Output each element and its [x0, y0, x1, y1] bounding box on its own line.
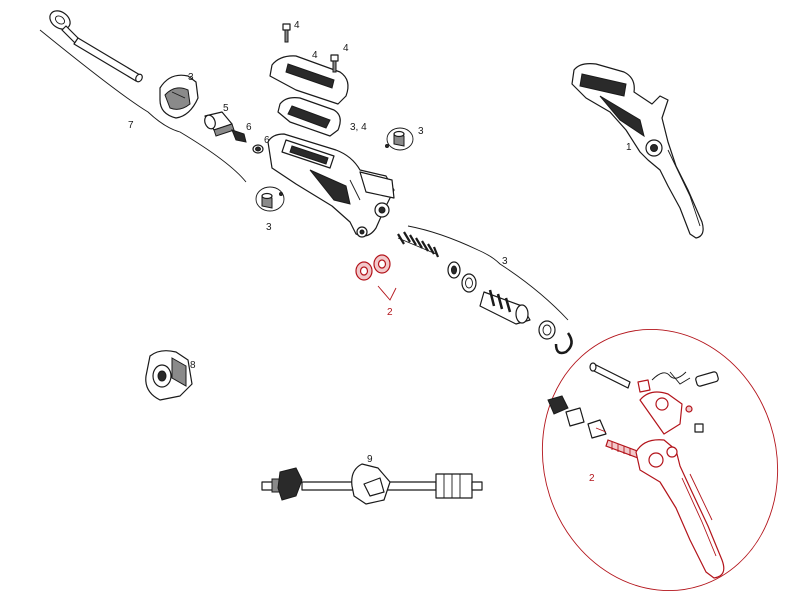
label-3-right: 3: [418, 126, 424, 137]
label-4-screw-right: 4: [343, 43, 349, 54]
circlip: [554, 332, 573, 355]
assembled-lever: [571, 63, 704, 239]
detail-screw: [605, 439, 641, 459]
label-6-b: 6: [264, 135, 270, 146]
label-2-washers: 2: [387, 307, 393, 318]
clamp-bottom: [145, 350, 193, 401]
fitting-a: [231, 129, 247, 143]
label-4-screw-left: 4: [294, 20, 300, 31]
label-5: 5: [223, 103, 229, 114]
bleed-port-left: [255, 186, 285, 212]
cup-seal: [461, 273, 477, 293]
bracket-line-7: [39, 29, 247, 183]
reservoir-cap: [269, 55, 349, 105]
detail-callout-ellipse: [541, 328, 779, 592]
label-3-4: 3, 4: [350, 122, 367, 133]
label-3-left: 3: [266, 222, 272, 233]
hose-assembly: [49, 10, 143, 83]
detail-adjuster: [547, 395, 607, 439]
bladder-part: [277, 97, 341, 137]
piston: [479, 289, 531, 325]
screw-left: [282, 23, 291, 43]
detail-small-parts: [637, 371, 719, 433]
detail-pin: [589, 362, 631, 389]
screw-right: [330, 54, 339, 73]
detail-lever-blade: [635, 391, 725, 579]
label-9: 9: [367, 454, 373, 465]
label-7: 7: [128, 120, 134, 131]
bleed-tool: [261, 463, 483, 505]
label-3-piston: 3: [502, 256, 508, 267]
bleed-port-right: [385, 127, 414, 151]
bracket-line-3-piston: [407, 225, 569, 321]
label-4-cap: 4: [312, 50, 318, 61]
washers-red: [355, 254, 397, 301]
spring: [397, 231, 440, 258]
label-2-detail: 2: [589, 473, 595, 484]
fitting-b: [252, 144, 264, 154]
clamp-part: [159, 74, 199, 119]
seal-ring: [447, 261, 461, 279]
label-1: 1: [626, 142, 632, 153]
adjuster-part: [204, 111, 235, 137]
label-6-a: 6: [246, 122, 252, 133]
master-cylinder-body: [267, 133, 395, 238]
washer: [538, 320, 556, 340]
label-8: 8: [190, 360, 196, 371]
label-3-clamp: 3: [188, 72, 194, 83]
